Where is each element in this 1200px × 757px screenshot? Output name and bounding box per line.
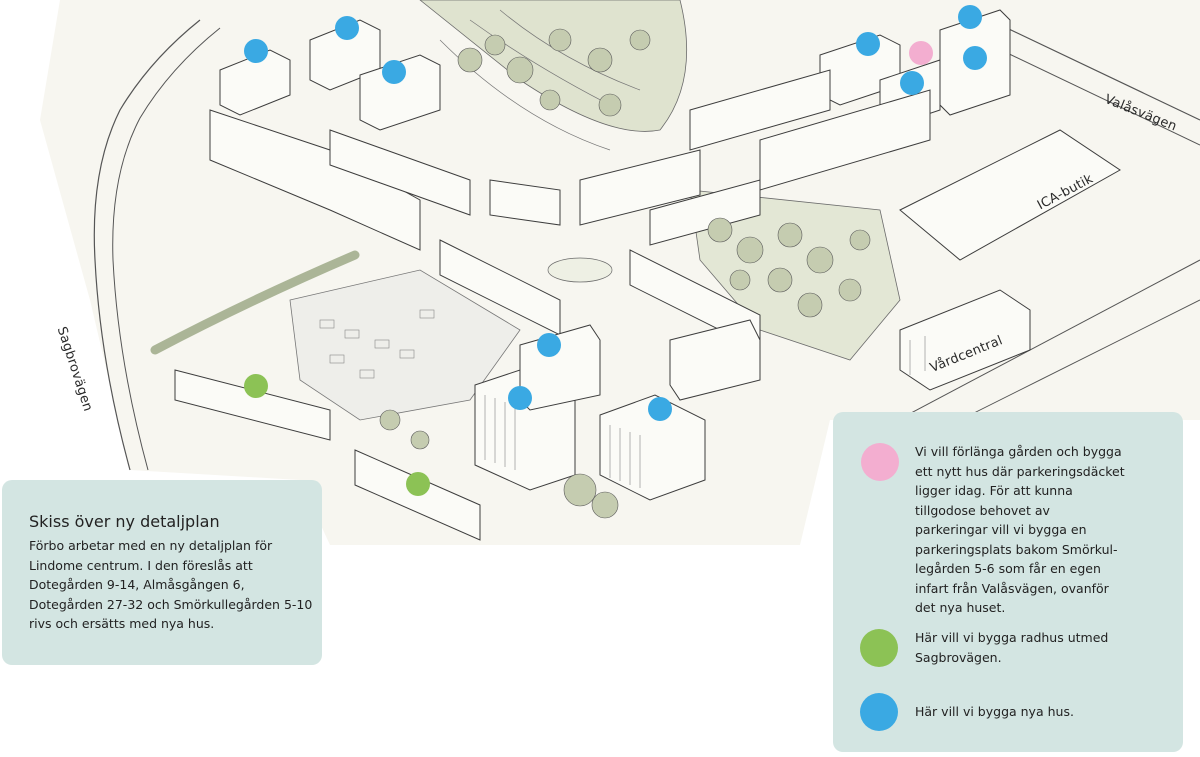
hill-park <box>419 0 688 132</box>
parking-lot <box>289 269 521 421</box>
legend-green-dot <box>860 629 898 667</box>
green-marker <box>406 472 430 496</box>
legend-pink-dot <box>861 443 899 481</box>
intro-title: Skiss över ny detaljplan <box>29 512 220 531</box>
blue-marker <box>900 71 924 95</box>
green-marker <box>244 374 268 398</box>
legend-green-text: Här vill vi bygga radhus utmed Sagbroväg… <box>915 630 1109 665</box>
blue-marker <box>335 16 359 40</box>
blue-marker <box>244 39 268 63</box>
blue-marker <box>963 46 987 70</box>
road-sagbrovagen <box>93 19 201 471</box>
blue-marker <box>958 5 982 29</box>
intro-body: Förbo arbetar med en ny detaljplan för L… <box>29 538 313 631</box>
blue-marker <box>508 386 532 410</box>
blue-marker <box>648 397 672 421</box>
road-valasvagen <box>989 19 1200 121</box>
legend-blue-text: Här vill vi bygga nya hus. <box>915 704 1074 719</box>
legend-blue-dot <box>860 693 898 731</box>
pink-marker <box>909 41 933 65</box>
blue-marker <box>382 60 406 84</box>
intro-panel: Skiss över ny detaljplan Förbo arbetar m… <box>2 480 322 665</box>
blue-marker <box>856 32 880 56</box>
east-park <box>689 189 901 361</box>
blue-marker <box>537 333 561 357</box>
legend-panel: Vi vill förlänga gården och bygga ett ny… <box>833 412 1183 752</box>
legend-pink-text: Vi vill förlänga gården och bygga ett ny… <box>915 444 1125 615</box>
